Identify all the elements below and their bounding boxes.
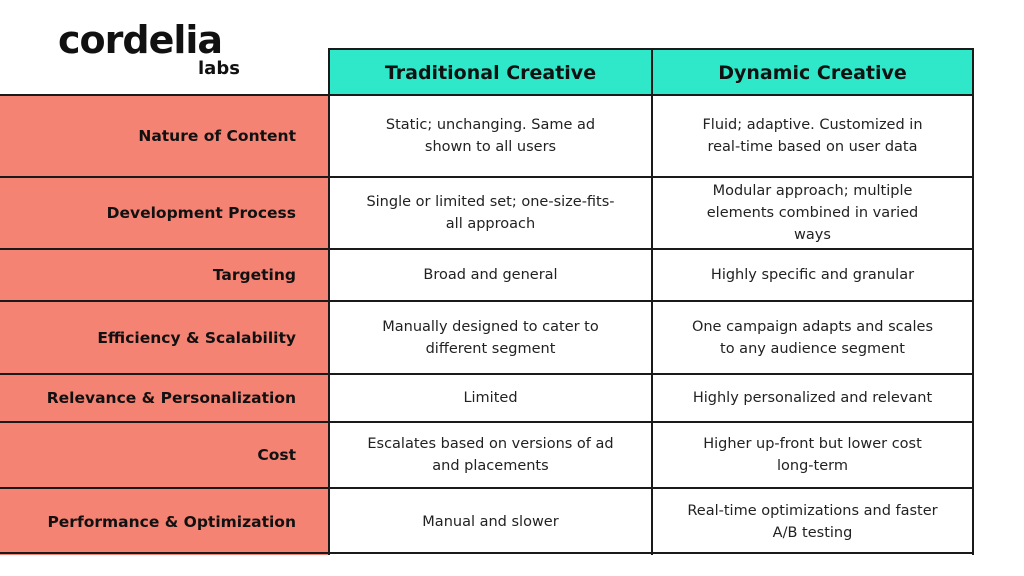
dynamic-cell: Higher up-front but lower cost long-term — [651, 422, 974, 488]
row-label: Development Process — [106, 204, 296, 222]
table-divider — [0, 176, 974, 178]
row-label-band — [0, 95, 328, 555]
dynamic-cell: Modular approach; multiple elements comb… — [651, 177, 974, 249]
traditional-cell: Manually designed to cater to different … — [328, 301, 651, 374]
dynamic-cell: One campaign adapts and scales to any au… — [651, 301, 974, 374]
traditional-cell: Limited — [328, 374, 651, 422]
row-label: Targeting — [212, 266, 296, 284]
traditional-cell: Escalates based on versions of ad and pl… — [328, 422, 651, 488]
row-label: Cost — [257, 446, 296, 464]
logo-wordmark: cordelia — [58, 18, 223, 62]
row-label: Relevance & Personalization — [46, 389, 296, 407]
table-row: Efficiency & Scalability Manually designe… — [0, 301, 974, 374]
table-row: Performance & Optimization Manual and slo… — [0, 488, 974, 555]
brand-logo: cordelia labs — [58, 18, 258, 82]
table-divider — [0, 94, 974, 96]
row-label: Nature of Content — [138, 127, 296, 145]
traditional-cell: Broad and general — [328, 249, 651, 301]
row-label: Performance & Optimization — [47, 512, 296, 531]
column-header-traditional: Traditional Creative — [328, 48, 651, 95]
table-row: Development Process Single or limited set… — [0, 177, 974, 249]
column-header-dynamic: Dynamic Creative — [651, 48, 974, 95]
row-label: Efficiency & Scalability — [97, 328, 296, 347]
table-row: Cost Escalates based on versions of ad an… — [0, 422, 974, 488]
table-row: Nature of Content Static; unchanging. Sam… — [0, 95, 974, 177]
table-divider — [0, 552, 974, 554]
dynamic-cell: Fluid; adaptive. Customized in real-time… — [651, 95, 974, 177]
table-divider — [0, 248, 974, 250]
table-divider — [0, 421, 974, 423]
table-divider — [0, 373, 974, 375]
table-divider — [0, 487, 974, 489]
dynamic-cell: Real-time optimizations and faster A/B t… — [651, 488, 974, 555]
traditional-cell: Manual and slower — [328, 488, 651, 555]
dynamic-cell: Highly specific and granular — [651, 249, 974, 301]
traditional-cell: Single or limited set; one-size-fits-all… — [328, 177, 651, 249]
logo-subtitle: labs — [198, 58, 240, 79]
traditional-cell: Static; unchanging. Same ad shown to all… — [328, 95, 651, 177]
dynamic-cell: Highly personalized and relevant — [651, 374, 974, 422]
table-divider — [0, 300, 974, 302]
